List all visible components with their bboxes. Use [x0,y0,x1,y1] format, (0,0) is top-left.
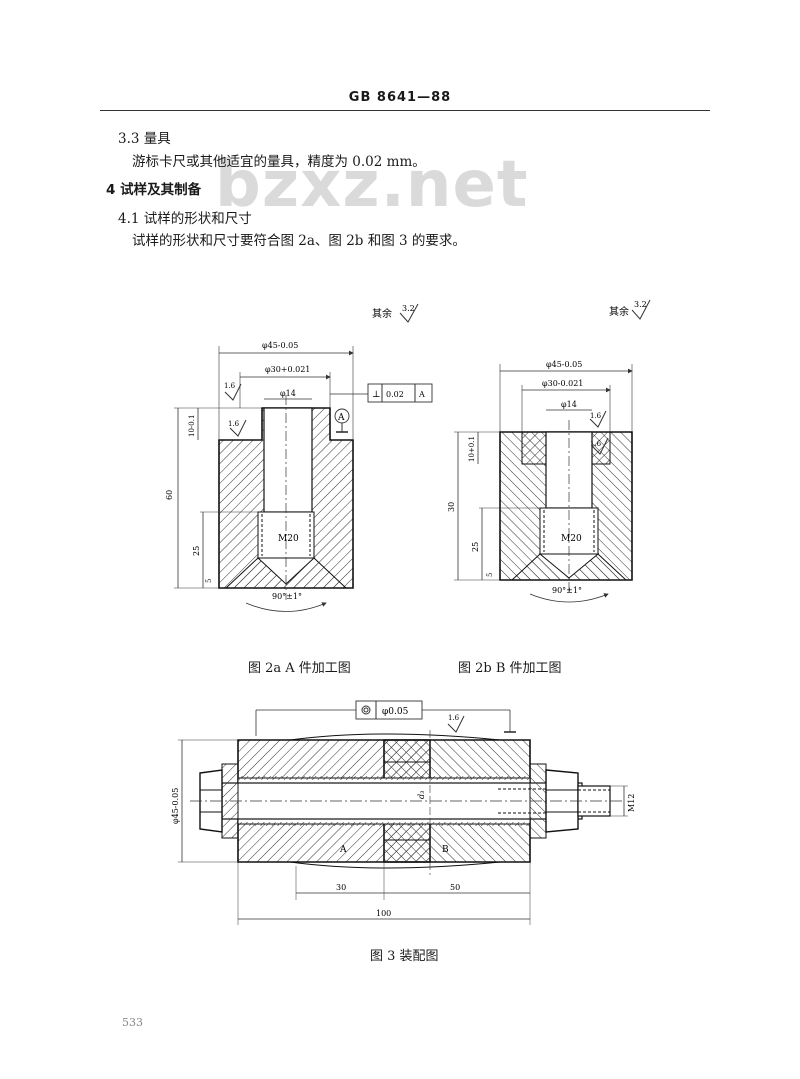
fig2a-d-mid: φ30+0.021 [265,365,310,374]
fig2a-h-step: 10-0.1 [188,415,196,437]
fig2a-h-cone: 5 [205,579,213,583]
fig2b-rest-rough: 3.2 [634,300,647,309]
fig3-d3: d₃ [417,791,426,799]
fig3-coax-value: φ0.05 [382,707,409,717]
fig2b-caption: 图 2b B 件加工图 [458,661,562,676]
fig2b-angle: 90°±1° [552,586,582,595]
fig2b-rough1: 1.6 [590,412,602,420]
fig2a-datum-label: A [337,413,345,423]
fig2a-thread-label: M20 [278,534,299,544]
fig2a-rest-rough-symbol [399,303,419,323]
fig2a-rest-note: 其余 [372,307,392,320]
fig3-bolt-size: M12 [627,794,636,812]
page-number: 533 [122,1016,143,1029]
fig3-part-a-label: A [339,845,347,855]
fig3-part-b-label: B [442,845,449,855]
fig2a-bore [263,407,313,513]
fig2a-tol-symbol: ⊥ [372,390,380,400]
fig2a-tol-datum: A [418,390,425,399]
standard-header: GB 8641—88 [348,90,452,105]
fig3-len-b: 50 [450,883,460,892]
fig2b-thread-label: M20 [561,534,582,544]
fig2b-d-mid: φ30-0.021 [542,379,583,388]
section-3-3-title: 3.3 量具 [118,131,171,147]
fig2b-h-cone: 5 [486,573,494,577]
fig3-d-outer: φ45-0.05 [171,788,180,824]
header-rule [100,110,710,111]
fig2a-caption: 图 2a A 件加工图 [248,661,351,676]
section-4-1-body: 试样的形状和尺寸要符合图 2a、图 2b 和图 3 的要求。 [132,233,466,249]
fig2b-rest-note: 其余 [609,305,629,318]
fig2a-rough1: 1.6 [224,382,236,390]
fig2a-rough2: 1.6 [228,420,240,428]
fig2b-rough2: 1.6 [590,440,602,448]
fig2b-h-step: 10+0.1 [468,436,476,462]
fig3-rough: 1.6 [448,714,460,722]
fig2a-tolerance-frame [367,383,433,403]
section-4-1-title: 4.1 试样的形状和尺寸 [118,211,252,227]
fig2a-rest-rough: 3.2 [402,304,415,313]
figure-2b: 其余 3.2 M20 90°±1° φ45-0.05 φ30-0.021 φ14… [447,299,651,603]
section-3-3-body: 游标卡尺或其他适宜的量具，精度为 0.02 mm。 [132,154,426,170]
figure-3: φ0.05 1.6 [171,700,636,925]
fig2a-tol-value: 0.02 [386,390,404,399]
watermark: bzxz.net [215,148,529,222]
fig2a-d-outer: φ45-0.05 [262,341,298,350]
fig2b-h-total: 30 [447,502,456,512]
fig3-len-a: 30 [336,883,346,892]
fig2a-h-thread: 25 [192,546,201,556]
section-4-title: 4 试样及其制备 [106,182,202,198]
fig2a-angle: 90°±1° [272,592,302,601]
fig2b-d-bore: φ14 [561,400,577,409]
fig3-len-total: 100 [376,909,391,918]
fig2b-h-thread: 25 [471,542,480,552]
fig2a-d-bore: φ14 [280,389,296,398]
fig2b-d-outer: φ45-0.05 [546,360,582,369]
fig2a-h-total: 60 [165,490,174,500]
fig3-caption: 图 3 装配图 [370,949,439,964]
figure-2a: 其余 3.2 M20 90°±1° φ45-0.05 φ30+0.021 φ14 [165,303,433,612]
